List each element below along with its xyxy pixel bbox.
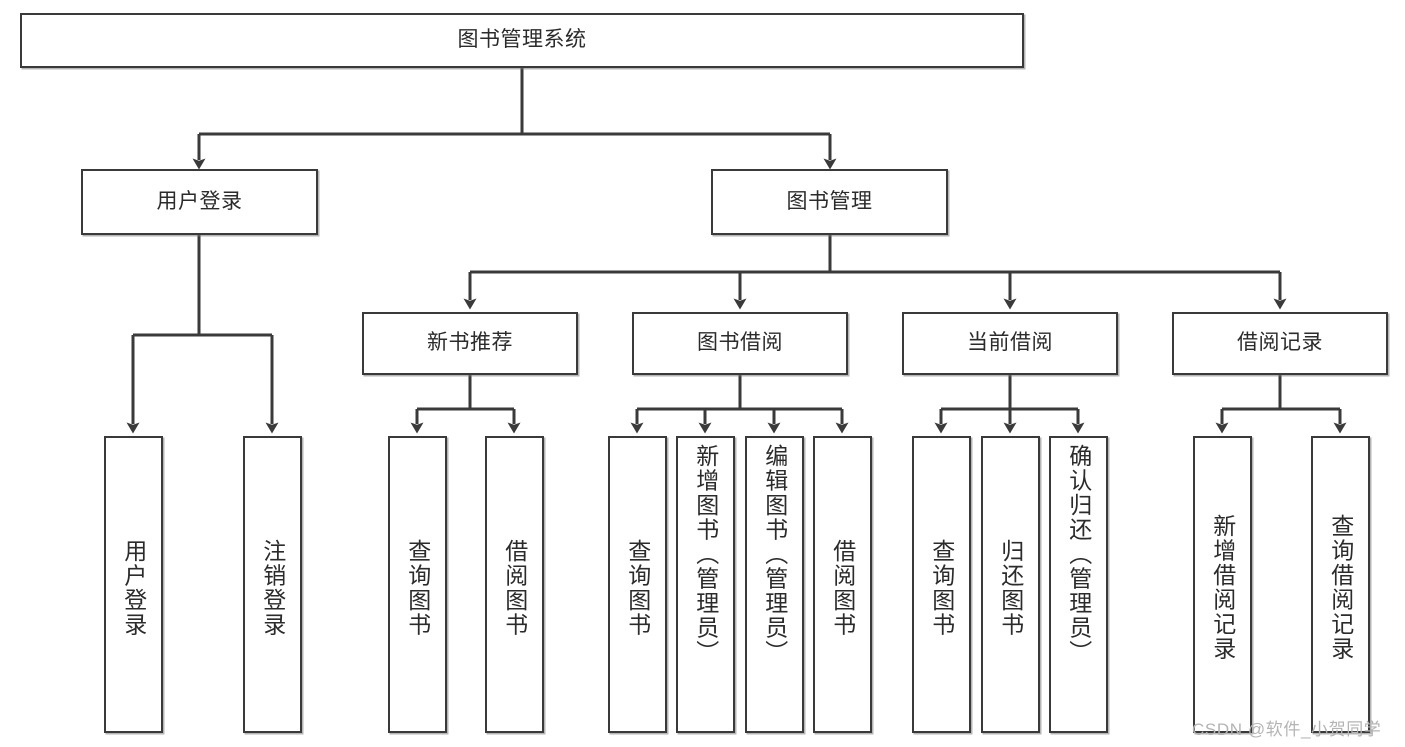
leaf-query-book-1-label: 查询图书 <box>404 538 431 637</box>
node-current-borrow[interactable]: 当前借阅 <box>902 312 1118 375</box>
leaf-user-login-label: 用户登录 <box>120 538 147 637</box>
node-current-borrow-label: 当前借阅 <box>967 331 1053 355</box>
leaf-confirm-return-admin-label: 确认归还（管理员） <box>1065 444 1092 665</box>
leaf-return-book[interactable]: 归还图书 <box>981 436 1040 733</box>
node-new-book-recommend[interactable]: 新书推荐 <box>362 312 578 375</box>
leaf-borrow-book-2-label: 借阅图书 <box>829 538 856 637</box>
leaf-borrow-book-1[interactable]: 借阅图书 <box>485 436 544 733</box>
node-root[interactable]: 图书管理系统 <box>20 13 1024 68</box>
leaf-borrow-book-2[interactable]: 借阅图书 <box>813 436 872 733</box>
node-root-label: 图书管理系统 <box>457 28 587 52</box>
leaf-query-book-2[interactable]: 查询图书 <box>608 436 667 733</box>
leaf-edit-book-admin[interactable]: 编辑图书（管理员） <box>745 436 804 733</box>
leaf-query-borrow-record-label: 查询借阅记录 <box>1327 514 1354 661</box>
node-user-login-label: 用户登录 <box>156 189 243 213</box>
node-book-management[interactable]: 图书管理 <box>711 169 948 235</box>
leaf-add-borrow-record-label: 新增借阅记录 <box>1209 514 1236 661</box>
leaf-return-book-label: 归还图书 <box>997 538 1024 637</box>
node-borrow-record-label: 借阅记录 <box>1237 331 1323 355</box>
leaf-query-book-2-label: 查询图书 <box>624 538 651 637</box>
leaf-edit-book-admin-label: 编辑图书（管理员） <box>761 444 788 665</box>
leaf-add-borrow-record[interactable]: 新增借阅记录 <box>1193 436 1252 733</box>
leaf-logout-label: 注销登录 <box>259 538 286 637</box>
leaf-logout[interactable]: 注销登录 <box>243 436 302 733</box>
node-new-book-recommend-label: 新书推荐 <box>427 331 513 355</box>
node-book-borrow[interactable]: 图书借阅 <box>632 312 848 375</box>
node-user-login[interactable]: 用户登录 <box>81 169 318 235</box>
leaf-add-book-admin[interactable]: 新增图书（管理员） <box>676 436 735 733</box>
leaf-borrow-book-1-label: 借阅图书 <box>501 538 528 637</box>
leaf-query-book-1[interactable]: 查询图书 <box>388 436 447 733</box>
leaf-query-borrow-record[interactable]: 查询借阅记录 <box>1311 436 1370 733</box>
leaf-query-book-3[interactable]: 查询图书 <box>912 436 971 733</box>
node-borrow-record[interactable]: 借阅记录 <box>1172 312 1388 375</box>
leaf-confirm-return-admin[interactable]: 确认归还（管理员） <box>1049 436 1108 733</box>
watermark-text: CSDN @软件_小贺同学 <box>1192 720 1382 739</box>
leaf-user-login[interactable]: 用户登录 <box>104 436 163 733</box>
leaf-query-book-3-label: 查询图书 <box>928 538 955 637</box>
node-book-borrow-label: 图书借阅 <box>697 331 783 355</box>
node-book-management-label: 图书管理 <box>786 189 873 213</box>
leaf-add-book-admin-label: 新增图书（管理员） <box>692 444 719 665</box>
